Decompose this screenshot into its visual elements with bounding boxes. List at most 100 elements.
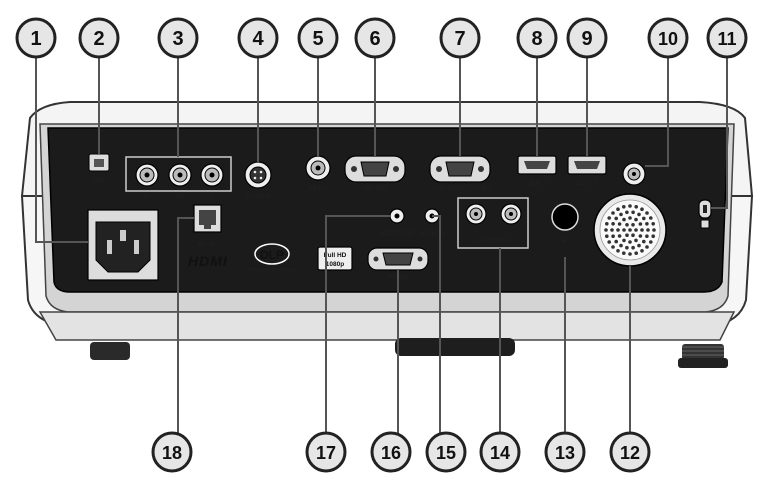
svg-text:2: 2 bbox=[93, 28, 104, 50]
dlp-logo-text: DLP bbox=[260, 248, 284, 262]
speaker-hole bbox=[634, 217, 638, 222]
svg-text:18: 18 bbox=[162, 443, 182, 463]
speaker-hole bbox=[631, 210, 635, 215]
speaker-hole bbox=[622, 238, 626, 243]
speaker-hole bbox=[628, 216, 632, 220]
hdmi-logo: HDMI bbox=[188, 253, 228, 269]
pr-label: Pr bbox=[144, 194, 150, 200]
video-port bbox=[305, 155, 331, 181]
speaker-hole bbox=[617, 234, 622, 238]
speaker-hole bbox=[637, 243, 641, 248]
callout-6: 6 bbox=[354, 17, 396, 59]
speaker-hole bbox=[646, 228, 650, 232]
kensington-lock bbox=[698, 199, 712, 229]
speaker-hole bbox=[610, 228, 614, 232]
callout-17: 17 bbox=[305, 431, 347, 473]
rj45-port bbox=[193, 204, 222, 233]
adjustable-foot bbox=[678, 344, 728, 368]
callout-8: 8 bbox=[516, 17, 558, 59]
svg-text:9: 9 bbox=[581, 28, 592, 50]
rca-y-jack bbox=[200, 163, 224, 187]
full-hd-line2: 1080p bbox=[326, 261, 344, 268]
12v-out-port bbox=[622, 162, 646, 186]
speaker-hole bbox=[638, 234, 643, 238]
callout-12: 12 bbox=[609, 431, 651, 473]
speaker-hole bbox=[622, 251, 626, 255]
speaker-hole bbox=[638, 222, 643, 226]
callout-9: 9 bbox=[566, 17, 608, 59]
speaker-hole bbox=[642, 239, 646, 244]
svg-text:8: 8 bbox=[531, 28, 542, 50]
speaker-hole bbox=[611, 234, 615, 238]
speaker-hole bbox=[640, 207, 644, 211]
full-hd-badge: Full HD 1080p bbox=[317, 246, 353, 271]
rj45-label: RJ- 45 bbox=[198, 242, 216, 248]
speaker-hole bbox=[611, 211, 615, 215]
speaker-hole bbox=[616, 228, 620, 232]
callout-4: 4 bbox=[237, 17, 279, 59]
svg-text:15: 15 bbox=[436, 443, 456, 463]
callout-10: 10 bbox=[647, 17, 689, 59]
svg-text:5: 5 bbox=[312, 28, 323, 50]
audio-out-jack bbox=[389, 208, 405, 224]
svg-text:10: 10 bbox=[658, 29, 678, 49]
pb-label: Pb bbox=[176, 194, 184, 200]
speaker-hole bbox=[611, 245, 615, 249]
svg-text:1: 1 bbox=[30, 28, 41, 50]
callout-13: 13 bbox=[544, 431, 586, 473]
leader-lines bbox=[35, 58, 728, 440]
speaker-hole bbox=[614, 216, 618, 221]
svg-text:16: 16 bbox=[381, 443, 401, 463]
rca-pb-jack bbox=[168, 163, 192, 187]
rca-pr-jack bbox=[135, 163, 159, 187]
callout-11: 11 bbox=[706, 17, 748, 59]
video-label: VIDEO bbox=[309, 186, 328, 192]
callout-1: 1 bbox=[15, 17, 57, 59]
speaker-hole bbox=[634, 205, 638, 209]
l-audio-in-r-label: L- AUDIO IN -R bbox=[472, 239, 514, 245]
rs232-port bbox=[367, 247, 429, 271]
speaker-hole bbox=[640, 249, 644, 253]
hdmi2-port bbox=[567, 155, 607, 175]
callout-7: 7 bbox=[439, 17, 481, 59]
speaker-hole bbox=[642, 216, 646, 221]
audio-lr-frame bbox=[457, 197, 529, 249]
speaker-hole bbox=[645, 222, 649, 226]
callouts: 1 2 3 4 5 6 7 8 9 10 11 12 13 14 15 16 1… bbox=[15, 17, 748, 473]
speaker-hole bbox=[625, 223, 629, 227]
svg-text:7: 7 bbox=[454, 28, 465, 50]
speaker-hole bbox=[616, 207, 620, 211]
speaker-hole bbox=[607, 216, 611, 220]
speaker-hole bbox=[631, 223, 635, 227]
speaker-hole bbox=[619, 243, 623, 248]
speaker-hole bbox=[622, 228, 626, 232]
callout-2: 2 bbox=[78, 17, 120, 59]
speaker-hole bbox=[634, 228, 638, 232]
dlp-logo: DLP bbox=[254, 243, 290, 265]
speaker-hole bbox=[631, 245, 635, 250]
speaker-hole bbox=[634, 251, 638, 255]
speaker-hole bbox=[649, 216, 653, 220]
rca-audio-r-jack bbox=[500, 203, 522, 225]
hdmi1-port bbox=[517, 155, 557, 175]
speaker-hole bbox=[605, 222, 609, 226]
speaker-hole bbox=[640, 228, 644, 232]
vga-out-port bbox=[344, 155, 406, 183]
ir-label: IR bbox=[562, 239, 569, 245]
audio-out-label: AUDIO OUT bbox=[380, 231, 414, 237]
speaker-hole bbox=[628, 252, 632, 256]
speaker-hole bbox=[634, 238, 638, 243]
svg-text:17: 17 bbox=[316, 443, 336, 463]
callout-18: 18 bbox=[151, 431, 193, 473]
svg-text:11: 11 bbox=[717, 29, 736, 49]
hdmi2-label: HDMI 2 bbox=[577, 181, 598, 187]
callout-5: 5 bbox=[297, 17, 339, 59]
y-label: Y bbox=[210, 194, 214, 200]
speaker-hole bbox=[628, 204, 632, 208]
speaker-hole bbox=[607, 240, 611, 244]
speaker-hole bbox=[625, 245, 629, 250]
usb-label: USB bbox=[93, 178, 105, 184]
callout-16: 16 bbox=[370, 431, 412, 473]
callout-14: 14 bbox=[479, 431, 521, 473]
speaker-hole bbox=[617, 222, 622, 226]
